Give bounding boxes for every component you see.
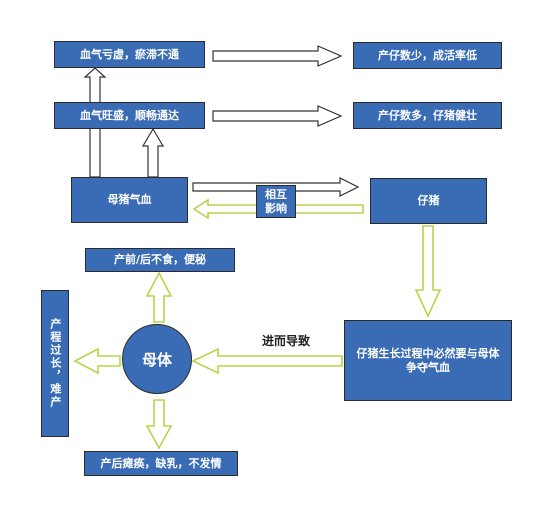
box-xianghu-yingxiang-text: 相互影响	[265, 187, 287, 215]
box-muzhu-qixue-text: 母猪气血	[107, 193, 152, 207]
box-chanzi-duozhuang: 产仔数多，仔猪健壮	[353, 102, 502, 129]
box-chancheng-text: 产程过长，难产	[48, 318, 62, 409]
box-chanqian-hou: 产前/后不食，便秘	[85, 248, 235, 272]
arrow-mother-left	[73, 347, 121, 375]
arrow-up-to-wangsheng	[141, 127, 165, 178]
box-muzhu-qixue: 母猪气血	[71, 177, 188, 223]
box-chanhou: 产后瘫痪，缺乳，不发情	[84, 451, 238, 476]
box-qixue-kuixu-text: 血气亏虚，瘀滞不通	[80, 47, 179, 61]
box-zizhu-text: 仔猪	[417, 194, 440, 208]
box-zizhu: 仔猪	[370, 178, 487, 224]
label-jiner-daozhi: 进而导致	[262, 334, 311, 348]
box-chanzi-duozhuang-text: 产仔数多，仔猪健壮	[378, 108, 477, 122]
box-chanhou-text: 产后瘫痪，缺乳，不发情	[100, 456, 222, 470]
box-chanzi-shaodi-text: 产仔数少，成活率低	[378, 48, 477, 62]
arrow-kuixu-to-result	[212, 45, 343, 67]
arrow-piglet-down	[414, 225, 442, 318]
arrow-mother-up	[145, 271, 173, 323]
circle-muti-text: 母体	[141, 350, 172, 369]
arrow-compete-to-mother	[191, 347, 343, 375]
box-qixue-wangsheng-text: 血气旺盛，顺畅通达	[80, 108, 179, 122]
box-chanqian-hou-text: 产前/后不食，便秘	[113, 253, 207, 267]
box-qixue-wangsheng: 血气旺盛，顺畅通达	[54, 102, 205, 129]
box-chanzi-shaodi: 产仔数少，成活率低	[353, 42, 502, 69]
circle-muti: 母体	[122, 324, 192, 394]
box-zizhu-zhengqi-text: 仔猪生长过程中必然要与母体争夺气血	[356, 346, 500, 374]
arrow-wangsheng-to-result	[212, 105, 343, 127]
box-xianghu-yingxiang: 相互影响	[256, 185, 296, 218]
box-qixue-kuixu: 血气亏虚，瘀滞不通	[54, 41, 205, 68]
box-zizhu-zhengqi: 仔猪生长过程中必然要与母体争夺气血	[344, 320, 512, 401]
arrow-mother-down	[145, 399, 173, 450]
box-chancheng: 产程过长，难产	[41, 290, 69, 437]
